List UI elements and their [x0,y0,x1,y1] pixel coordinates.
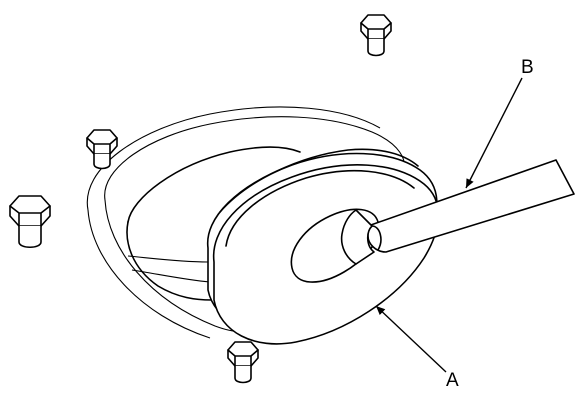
bolt-top-right [360,14,392,57]
bolt-left-upper [86,129,118,170]
screwdriver-b [340,159,575,265]
leader-line-b [465,77,523,189]
callout-label-b: B [521,57,534,78]
panel-opening [126,146,301,301]
bolt-left-lower [9,195,51,249]
bolt-bottom [227,341,259,384]
leader-line-a [375,305,447,373]
callout-label-a: A [446,370,459,391]
